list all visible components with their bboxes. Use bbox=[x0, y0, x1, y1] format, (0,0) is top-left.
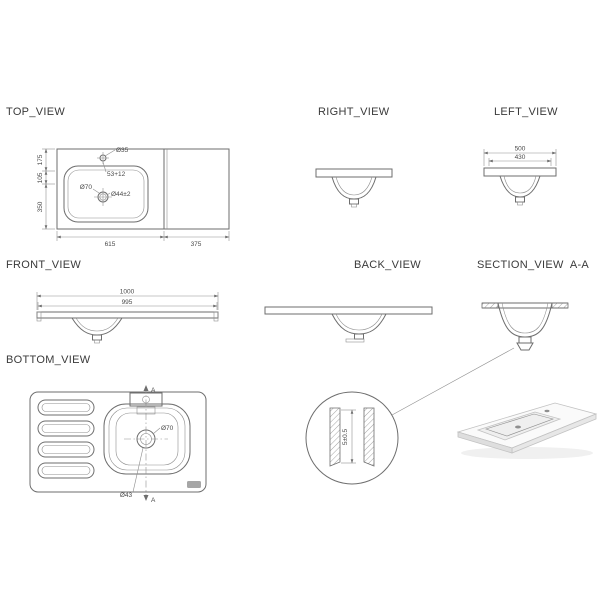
bottom-view-drawing: Ø70 Ø43 A A bbox=[29, 385, 207, 504]
dim-left-width-total: 500 bbox=[515, 146, 526, 153]
dim-bottom-drain: Ø70 bbox=[161, 425, 174, 432]
dim-depth-back: 175 bbox=[37, 154, 44, 165]
detail-wall-left bbox=[329, 407, 341, 467]
detail-leader-line bbox=[391, 347, 515, 416]
drain-stub bbox=[515, 196, 525, 203]
drain-stub bbox=[92, 334, 102, 341]
label-back-view: BACK_VIEW bbox=[354, 259, 421, 271]
detail-circle bbox=[305, 391, 399, 485]
dim-bottom-outlet: Ø43 bbox=[120, 492, 133, 499]
label-right-view: RIGHT_VIEW bbox=[318, 106, 390, 118]
left-view-drawing: 500 430 bbox=[483, 146, 557, 206]
label-section-view: SECTION_VIEW A-A bbox=[477, 259, 590, 271]
label-bottom-view: BOTTOM_VIEW bbox=[6, 354, 91, 366]
render-faucet-hole bbox=[544, 409, 550, 413]
render-drain-hole bbox=[515, 425, 521, 429]
dim-left-width-inner: 430 bbox=[515, 154, 526, 161]
label-left-view: LEFT_VIEW bbox=[494, 106, 558, 118]
bottom-slots bbox=[37, 399, 95, 479]
label-top-view: TOP_VIEW bbox=[6, 106, 66, 118]
rim-section-left bbox=[481, 302, 499, 309]
dim-depth-front: 350 bbox=[37, 201, 44, 212]
detail-wall-right bbox=[363, 407, 375, 467]
bowl-section-inner bbox=[501, 302, 549, 334]
overflow-channel bbox=[345, 338, 365, 343]
dim-drain-inner: Ø44±2 bbox=[111, 191, 131, 198]
section-letter-top: A bbox=[151, 387, 156, 394]
dim-faucet-hole: Ø35 bbox=[116, 147, 129, 154]
basin-outline-outer bbox=[63, 165, 149, 223]
washbasin-3d-render bbox=[456, 402, 598, 459]
dim-faucet-offset: 53+12 bbox=[107, 171, 126, 178]
section-letter-bottom: A bbox=[151, 497, 156, 504]
drain-stub bbox=[349, 198, 359, 205]
dim-front-width-total: 1000 bbox=[120, 289, 135, 296]
dim-depth-mid: 105 bbox=[37, 172, 44, 183]
basin-outline-inner bbox=[67, 169, 145, 219]
right-view-drawing bbox=[315, 168, 393, 208]
basin-bottom-outer bbox=[103, 403, 191, 475]
dim-width-shelf: 375 bbox=[191, 241, 202, 248]
dim-drain-outer: Ø70 bbox=[80, 184, 93, 191]
brand-logo bbox=[187, 481, 201, 488]
back-view-drawing bbox=[264, 306, 433, 343]
rim-section-right bbox=[551, 302, 569, 309]
drain-stub bbox=[354, 333, 364, 340]
top-view-drawing: Ø35 53+12 Ø70 Ø44±2 175 105 350 bbox=[37, 147, 230, 248]
dim-width-basin: 615 bbox=[105, 241, 116, 248]
render-shadow bbox=[461, 447, 593, 459]
dim-front-width-inner: 995 bbox=[122, 299, 133, 306]
render-side-face bbox=[457, 431, 513, 454]
section-arrow-top bbox=[143, 385, 149, 391]
label-front-view: FRONT_VIEW bbox=[6, 259, 82, 271]
dim-detail-height: 5±0.5 bbox=[342, 429, 349, 446]
detail-view-drawing: 5±0.5 bbox=[305, 391, 399, 485]
section-arrow-bottom bbox=[143, 495, 149, 501]
front-view-drawing: 1000 995 bbox=[36, 289, 219, 344]
section-view-drawing bbox=[391, 302, 569, 416]
drain-section bbox=[518, 336, 532, 344]
